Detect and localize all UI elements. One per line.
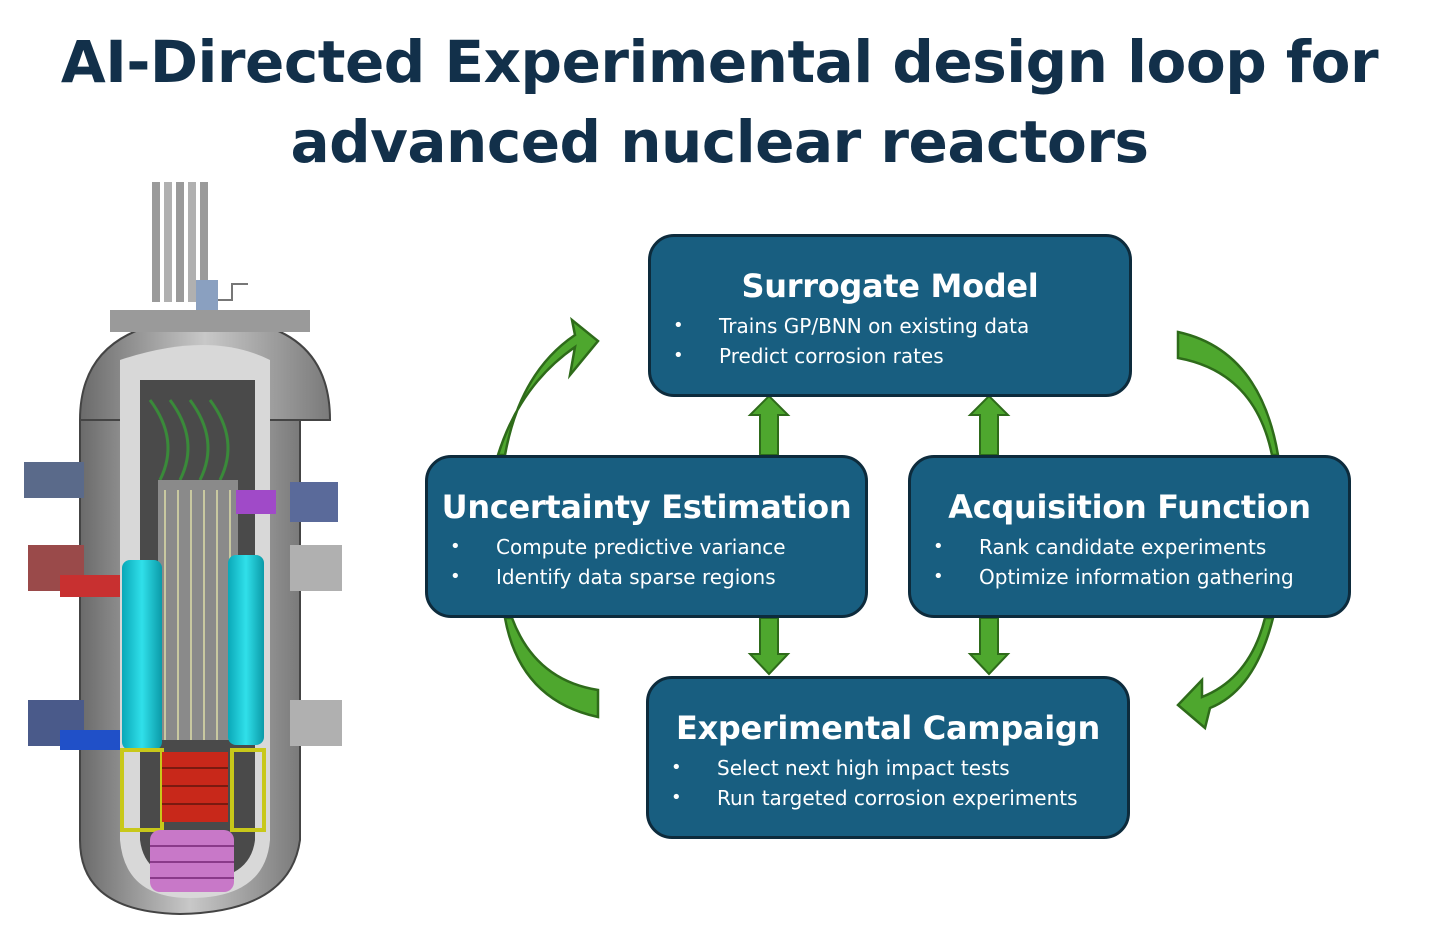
node-bullets: • Rank candidate experiments • Optimize in…	[911, 532, 1348, 592]
acquisition-function-node: Acquisition Function • Rank candidate exp…	[908, 455, 1351, 618]
bullet-icon: •	[933, 536, 944, 557]
bullet-icon: •	[673, 345, 684, 366]
bullet-icon: •	[450, 566, 461, 587]
arrow-up-surrogate-left	[747, 394, 791, 456]
cycle-arrows	[496, 316, 1280, 731]
node-bullets: • Compute predictive variance • Identify d…	[428, 532, 865, 592]
bullet-item: • Predict corrosion rates	[651, 341, 1129, 371]
bullet-icon: •	[933, 566, 944, 587]
bullet-icon: •	[671, 787, 682, 808]
arrow-down-experimental-left	[747, 617, 791, 676]
curved-arrow-top-right	[1176, 330, 1280, 457]
curved-arrow-bottom-right	[1176, 616, 1275, 731]
bullet-icon: •	[450, 536, 461, 557]
bullet-text: Compute predictive variance	[496, 535, 786, 559]
control-rods	[152, 182, 248, 310]
bullet-item: • Select next high impact tests	[649, 753, 1127, 783]
bullet-item: • Compute predictive variance	[428, 532, 865, 562]
node-heading: Experimental Campaign	[676, 709, 1100, 747]
bullet-text: Predict corrosion rates	[719, 344, 944, 368]
bullet-text: Optimize information gathering	[979, 565, 1294, 589]
bullet-item: • Run targeted corrosion experiments	[649, 783, 1127, 813]
bullet-icon: •	[673, 315, 684, 336]
experimental-campaign-node: Experimental Campaign • Select next high …	[646, 676, 1130, 839]
bullet-text: Select next high impact tests	[717, 756, 1010, 780]
node-bullets: • Trains GP/BNN on existing data • Predict…	[651, 311, 1129, 371]
node-bullets: • Select next high impact tests • Run targ…	[649, 753, 1127, 813]
heat-exchanger-coils	[148, 399, 230, 481]
bullet-item: • Rank candidate experiments	[911, 532, 1348, 562]
title-line-1: AI-Directed Experimental design loop for	[60, 28, 1379, 96]
bullet-text: Identify data sparse regions	[496, 565, 776, 589]
connector-arrows	[747, 394, 1011, 676]
title-line-2: advanced nuclear reactors	[290, 108, 1149, 176]
node-heading: Uncertainty Estimation	[441, 488, 852, 526]
arrow-up-surrogate-right	[967, 394, 1011, 456]
node-heading: Surrogate Model	[741, 267, 1039, 305]
bullet-item: • Identify data sparse regions	[428, 562, 865, 592]
bullet-item: • Trains GP/BNN on existing data	[651, 311, 1129, 341]
bullet-text: Run targeted corrosion experiments	[717, 786, 1078, 810]
curved-arrow-top-left	[496, 316, 600, 457]
surrogate-model-node: Surrogate Model • Trains GP/BNN on existi…	[648, 234, 1132, 397]
uncertainty-estimation-node: Uncertainty Estimation • Compute predicti…	[425, 455, 868, 618]
reactor-illustration	[24, 182, 342, 916]
bullet-icon: •	[671, 757, 682, 778]
node-heading: Acquisition Function	[948, 488, 1311, 526]
page-title: AI-Directed Experimental design loop for…	[0, 22, 1439, 182]
bullet-text: Trains GP/BNN on existing data	[719, 314, 1030, 338]
bullet-item: • Optimize information gathering	[911, 562, 1348, 592]
arrow-down-experimental-right	[967, 617, 1011, 676]
bullet-text: Rank candidate experiments	[979, 535, 1267, 559]
curved-arrow-bottom-left	[503, 616, 600, 719]
